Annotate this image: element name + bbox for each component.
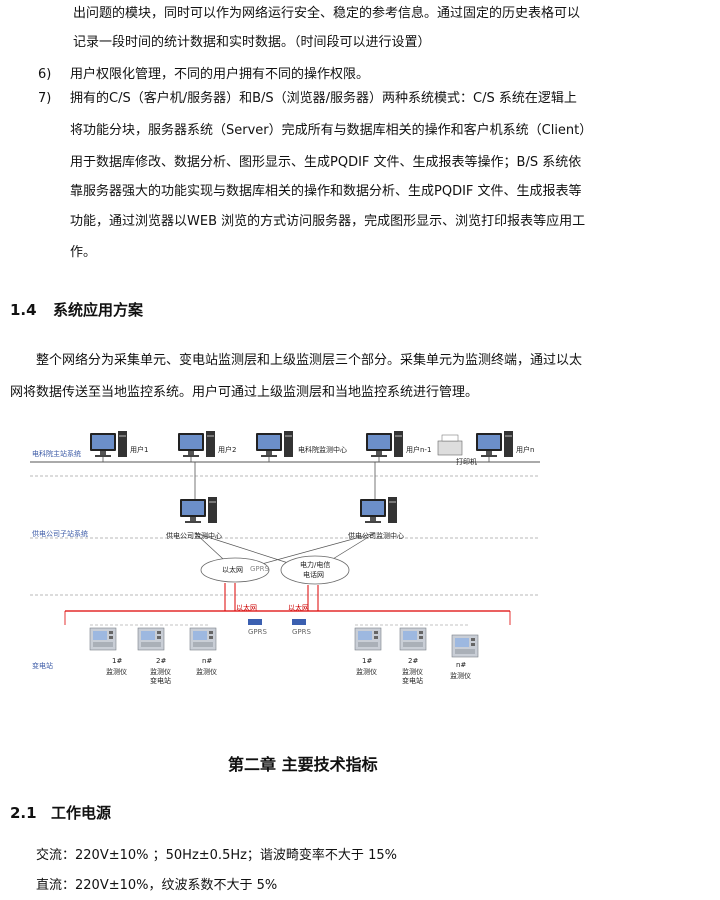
link-label: 以太网 bbox=[288, 604, 309, 612]
node-label: 用户2 bbox=[218, 446, 237, 454]
device-sub: 变电站 bbox=[150, 677, 171, 685]
list-number: 6) bbox=[38, 67, 52, 82]
device-name: 监测仪 bbox=[402, 668, 423, 676]
node-label: 打印机 bbox=[456, 458, 477, 466]
network-label: 电力/电信 bbox=[300, 561, 331, 569]
device-name: 监测仪 bbox=[450, 672, 471, 680]
device-num: n# bbox=[456, 661, 467, 669]
intro-line: 出问题的模块，同时可以作为网络运行安全、稳定的参考信息。通过固定的历史表格可以 bbox=[73, 6, 581, 21]
device-num: 1# bbox=[362, 657, 373, 665]
node-label: 供电公司监测中心 bbox=[348, 532, 404, 540]
device-num: n# bbox=[202, 657, 213, 665]
list-item-text: 靠服务器强大的功能实现与数据库相关的操作和数据分析、生成PQDIF 文件、生成报… bbox=[70, 184, 582, 199]
intro-line: 记录一段时间的统计数据和实时数据。（时间段可以进行设置） bbox=[73, 35, 431, 50]
list-item-text: 拥有的C/S（客户机/服务器）和B/S（浏览器/服务器）两种系统模式：C/S 系… bbox=[70, 91, 577, 106]
device-num: 2# bbox=[408, 657, 419, 665]
network-label: 电话网 bbox=[303, 571, 324, 579]
network-label: 以太网 bbox=[222, 566, 243, 574]
device-sub: 变电站 bbox=[402, 677, 423, 685]
chapter-title: 第二章 主要技术指标 bbox=[228, 755, 378, 774]
list-number: 7) bbox=[38, 91, 52, 106]
list-item-text: 功能，通过浏览器以WEB 浏览的方式访问服务器，完成图形显示、浏览打印报表等应用… bbox=[70, 214, 586, 229]
device-name: 监测仪 bbox=[106, 668, 127, 676]
link-label: GPRS bbox=[248, 628, 267, 636]
list-item-text: 作。 bbox=[70, 245, 97, 260]
node-label: 供电公司监测中心 bbox=[166, 532, 222, 540]
section-title: 工作电源 bbox=[51, 804, 112, 822]
section-heading: 1.4 系统应用方案 bbox=[10, 299, 143, 320]
diagram-drawing bbox=[30, 431, 540, 658]
node-label: 用户n-1 bbox=[406, 446, 432, 454]
section-number: 1.4 bbox=[10, 301, 37, 319]
link-label: GPRS bbox=[292, 628, 311, 636]
spec-line: 交流：220V±10% ；50Hz±0.5Hz；谐波畸变率不大于 15% bbox=[36, 848, 397, 863]
paragraph-line: 网将数据传送至当地监控系统。用户可通过上级监测层和当地监控系统进行管理。 bbox=[10, 385, 479, 400]
network-label: GPRS bbox=[250, 565, 269, 573]
tier-label: 电科院主站系统 bbox=[32, 450, 81, 458]
device-num: 1# bbox=[112, 657, 123, 665]
section-number: 2.1 bbox=[10, 804, 37, 822]
tier-label: 供电公司子站系统 bbox=[32, 530, 88, 538]
device-name: 监测仪 bbox=[150, 668, 171, 676]
network-diagram: 电科院主站系统 供电公司子站系统 变电站 用户1 用户2 电科院监测中心 用户n… bbox=[30, 425, 550, 695]
device-name: 监测仪 bbox=[196, 668, 217, 676]
spec-line: 直流：220V±10%，纹波系数不大于 5% bbox=[36, 878, 278, 893]
section-title: 系统应用方案 bbox=[53, 301, 144, 319]
device-name: 监测仪 bbox=[356, 668, 377, 676]
device-num: 2# bbox=[156, 657, 167, 665]
tier-label: 变电站 bbox=[32, 662, 53, 670]
node-label: 用户n bbox=[516, 446, 535, 454]
paragraph-line: 整个网络分为采集单元、变电站监测层和上级监测层三个部分。采集单元为监测终端，通过… bbox=[36, 353, 583, 368]
node-label: 电科院监测中心 bbox=[298, 446, 347, 454]
link-label: 以太网 bbox=[236, 604, 257, 612]
list-item-text: 用于数据库修改、数据分析、图形显示、生成PQDIF 文件、生成报表等操作；B/S… bbox=[70, 155, 582, 170]
node-label: 用户1 bbox=[130, 446, 149, 454]
list-item-text: 用户权限化管理，不同的用户拥有不同的操作权限。 bbox=[70, 67, 370, 82]
section-heading: 2.1 工作电源 bbox=[10, 802, 111, 823]
list-item-text: 将功能分块，服务器系统（Server）完成所有与数据库相关的操作和客户机系统（C… bbox=[70, 123, 593, 138]
